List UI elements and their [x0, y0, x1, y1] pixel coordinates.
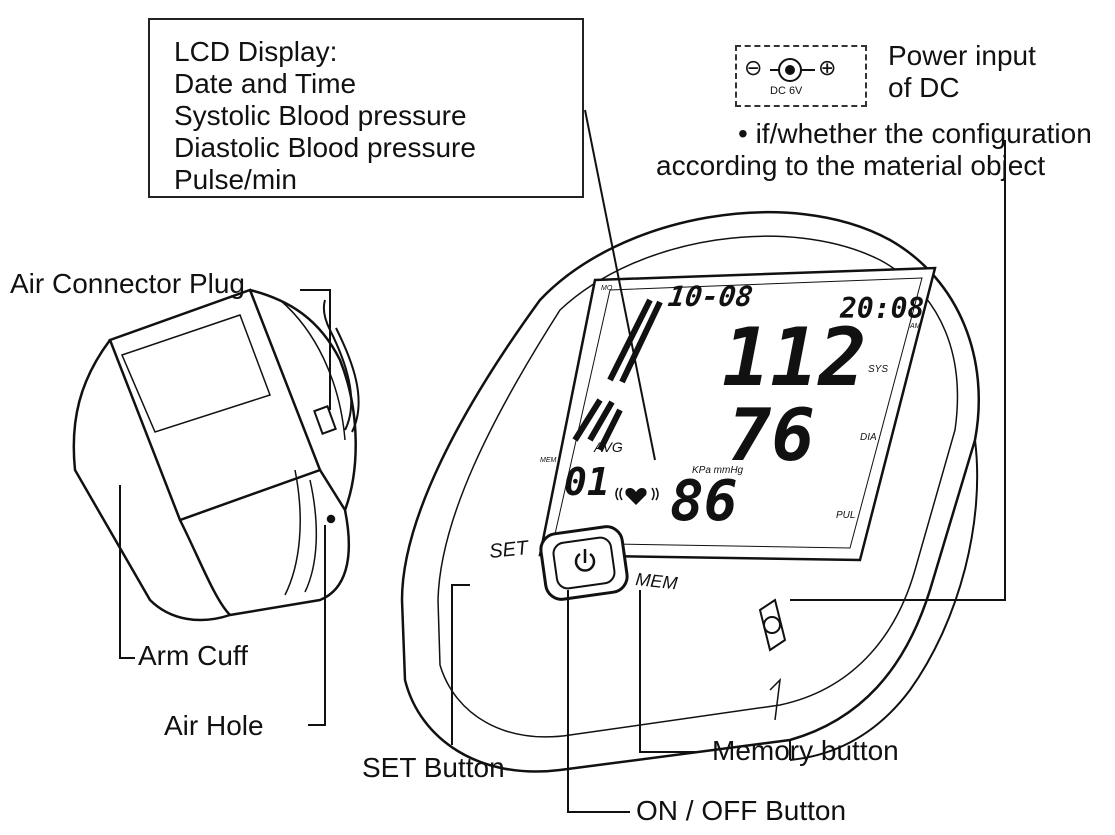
dc-rating: DC 6V — [770, 85, 803, 97]
dc-label-line2: of DC — [888, 72, 960, 103]
label-air-connector-plug: Air Connector Plug — [10, 268, 246, 299]
label-arm-cuff: Arm Cuff — [138, 640, 248, 671]
lcd-mem-label: MEM — [540, 457, 557, 464]
leader-air-connector — [300, 289, 331, 410]
monitor-body — [400, 210, 980, 773]
lcd-callout-item: Systolic Blood pressure — [174, 100, 467, 131]
lcd-units-label: KPa mmHg — [692, 465, 744, 476]
arm-cuff-drawing — [72, 288, 360, 622]
leader-set — [451, 584, 470, 745]
leader-lcd — [584, 109, 656, 461]
lcd-systolic: 112 — [722, 311, 867, 404]
lcd-callout-title: LCD Display: — [174, 36, 338, 67]
lcd-memory-number: 01 — [564, 460, 610, 504]
lcd-callout-item: Date and Time — [174, 68, 357, 99]
dc-input-box — [735, 45, 867, 107]
mem-key-label: MEM — [635, 569, 679, 593]
label-air-hole: Air Hole — [164, 710, 264, 741]
lcd-pul-label: PUL — [836, 510, 855, 521]
lcd-readout: 10-08 20:08 112 76 86 01 AVG KPa mmHg SY… — [540, 280, 924, 534]
lcd-diastolic: 76 — [728, 393, 815, 477]
label-on-off-button: ON / OFF Button — [636, 795, 847, 826]
lcd-am-label: AM — [909, 323, 921, 330]
leader-arm-cuff — [119, 485, 135, 659]
buttons: SET MEM — [488, 525, 679, 602]
label-set-button: SET Button — [362, 752, 505, 783]
dc-minus-icon: ⊖ — [744, 55, 763, 80]
heart-icon — [625, 488, 647, 505]
power-icon — [574, 552, 596, 572]
lcd-dia-label: DIA — [860, 432, 877, 443]
dc-note-line2: according to the material object — [656, 150, 1046, 181]
leader-lines — [119, 109, 1006, 813]
set-key-label: SET — [488, 537, 531, 563]
pulse-wave-icon — [615, 487, 659, 501]
leader-on-off — [567, 590, 630, 813]
label-memory-button: Memory button — [712, 735, 899, 766]
lcd-avg-label: AVG — [593, 439, 623, 455]
leader-air-hole — [308, 525, 326, 726]
lcd-sys-label: SYS — [868, 364, 888, 375]
dc-label-line1: Power input — [888, 40, 1036, 71]
lcd-display-callout: LCD Display: Date and Time Systolic Bloo… — [148, 18, 584, 198]
lcd-date: 10-08 — [666, 280, 755, 313]
lcd-mo-label: MO — [601, 285, 613, 292]
leader-dc-jack — [790, 140, 1006, 601]
dc-plus-icon: ⊕ — [818, 55, 837, 80]
power-button[interactable] — [539, 525, 629, 602]
lcd-callout-item: Diastolic Blood pressure — [174, 132, 476, 163]
leader-memory — [639, 590, 700, 753]
dc-note-line1: • if/whether the configuration — [738, 118, 1092, 149]
lcd-callout-item: Pulse/min — [174, 164, 297, 195]
dc-plug-symbol — [770, 58, 815, 82]
lcd-time: 20:08 — [839, 292, 924, 325]
lcd-pulse: 86 — [670, 469, 737, 534]
